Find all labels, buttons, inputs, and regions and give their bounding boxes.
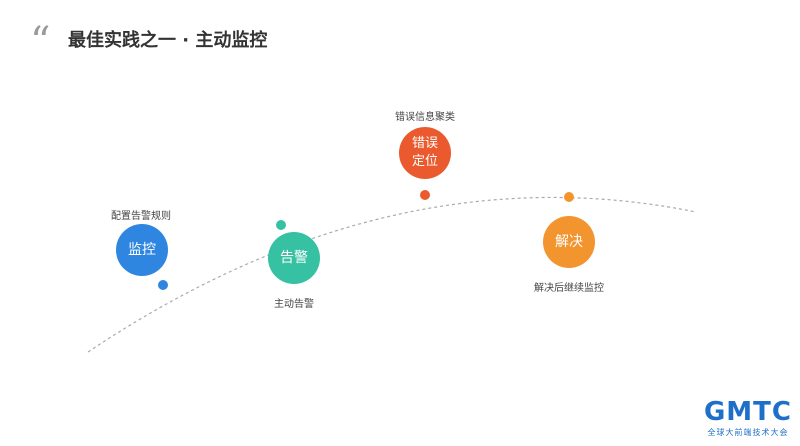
step-node-resolve: 解决 (543, 216, 595, 268)
step-label-alert: 告警 (280, 249, 308, 266)
caption-monitor: 配置告警规则 (111, 211, 171, 222)
step-label-resolve: 解决 (555, 233, 583, 250)
timeline-dot-resolve (564, 192, 574, 202)
caption-alert: 主动告警 (274, 299, 314, 310)
timeline-dot-alert (276, 220, 286, 230)
caption-resolve: 解决后继续监控 (534, 283, 604, 294)
logo-mark: GMTC (703, 397, 792, 427)
timeline-dot-locate (420, 190, 430, 200)
step-node-alert: 告警 (268, 232, 320, 284)
quote-mark-icon: “ (30, 19, 51, 65)
step-node-locate: 错误 定位 (399, 127, 451, 179)
logo-subtitle: 全球大前端技术大会 (707, 428, 789, 437)
timeline-dot-monitor (158, 280, 168, 290)
step-node-monitor: 监控 (116, 224, 168, 276)
step-label-locate: 错误 定位 (411, 136, 438, 169)
slide-title: 最佳实践之一 · 主动监控 (68, 30, 268, 51)
timeline-path (87, 196, 697, 353)
caption-locate: 错误信息聚类 (395, 112, 455, 123)
gmtc-logo: GMTC 全球大前端技术大会 (704, 399, 792, 438)
step-label-monitor: 监控 (128, 241, 156, 258)
